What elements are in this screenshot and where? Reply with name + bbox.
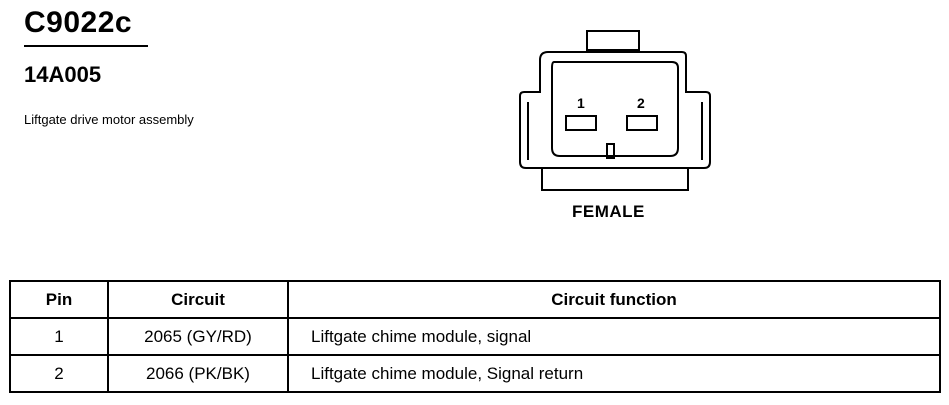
keying-notch [606,143,615,159]
pin-1-cavity [565,115,597,131]
part-number: 14A005 [24,62,102,87]
circuit-cell: 2065 (GY/RD) [107,317,289,356]
connector-gender-label: FEMALE [572,202,645,221]
pin-2-label: 2 [637,95,645,111]
circuit-cell: 2066 (PK/BK) [107,354,289,393]
component-description: Liftgate drive motor assembly [24,112,194,127]
connector-face-diagram: 1 2 [519,30,711,191]
connector-skirt [541,167,689,191]
pinout-table: Pin Circuit Circuit function 1 2065 (GY/… [9,280,941,393]
header-circuit-function: Circuit function [287,280,941,319]
pin-2-cavity [626,115,658,131]
table-header-row: Pin Circuit Circuit function [9,280,941,319]
connector-id-underline [24,45,148,47]
connector-cavity [551,61,679,157]
pin-1-label: 1 [577,95,585,111]
pin-cell: 2 [9,354,109,393]
header-pin: Pin [9,280,109,319]
header-circuit: Circuit [107,280,289,319]
pin-cell: 1 [9,317,109,356]
circuit-function-cell: Liftgate chime module, Signal return [287,354,941,393]
connector-housing [519,51,711,169]
circuit-function-cell: Liftgate chime module, signal [287,317,941,356]
connector-latch [586,30,640,51]
connector-id: C9022c [24,6,133,39]
table-row: 1 2065 (GY/RD) Liftgate chime module, si… [9,317,941,356]
table-row: 2 2066 (PK/BK) Liftgate chime module, Si… [9,354,941,393]
